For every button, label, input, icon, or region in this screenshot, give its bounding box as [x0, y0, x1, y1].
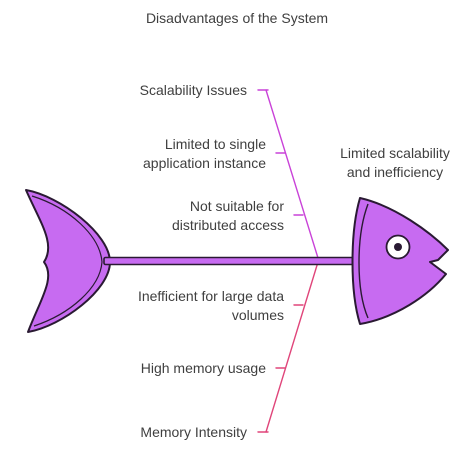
top-label-2: Limited to single application instance [143, 135, 266, 173]
fish-backbone [103, 256, 355, 266]
top-label-2-line-2: application instance [143, 155, 266, 171]
bottom-label-3-line-1: Memory Intensity [140, 424, 247, 440]
head-label-line-2: and inefficiency [346, 164, 444, 180]
bottom-label-2-line-1: High memory usage [140, 360, 266, 376]
fish-tail [25, 189, 111, 333]
fish-pupil [394, 243, 402, 251]
bottom-label-1: Inefficient for large data volumes [138, 287, 284, 325]
bottom-bone-spine [265, 261, 319, 433]
bottom-label-3: Memory Intensity [140, 423, 247, 442]
head-label-line-1: Limited scalability [340, 145, 450, 161]
top-label-3-line-1: Not suitable for [189, 198, 284, 214]
top-label-2-line-1: Limited to single [164, 136, 266, 152]
top-label-3: Not suitable for distributed access [172, 197, 284, 235]
bottom-label-1-line-1: Inefficient for large data [137, 288, 284, 304]
top-label-3-line-2: distributed access [171, 217, 284, 233]
top-label-1: Scalability Issues [140, 81, 247, 100]
fish-tail-inner-edge [31, 195, 103, 327]
top-bones [257, 89, 319, 259]
fish-head [351, 197, 449, 325]
top-bone-spine [265, 89, 319, 259]
bottom-label-1-line-2: volumes [231, 307, 284, 323]
diagram-title: Disadvantages of the System [145, 10, 329, 26]
fish-gill [358, 203, 369, 319]
head-label: Limited scalability and inefficiency [330, 144, 460, 182]
top-label-1-line-1: Scalability Issues [139, 82, 247, 98]
bottom-bones [257, 261, 319, 433]
bottom-label-2: High memory usage [141, 359, 266, 378]
